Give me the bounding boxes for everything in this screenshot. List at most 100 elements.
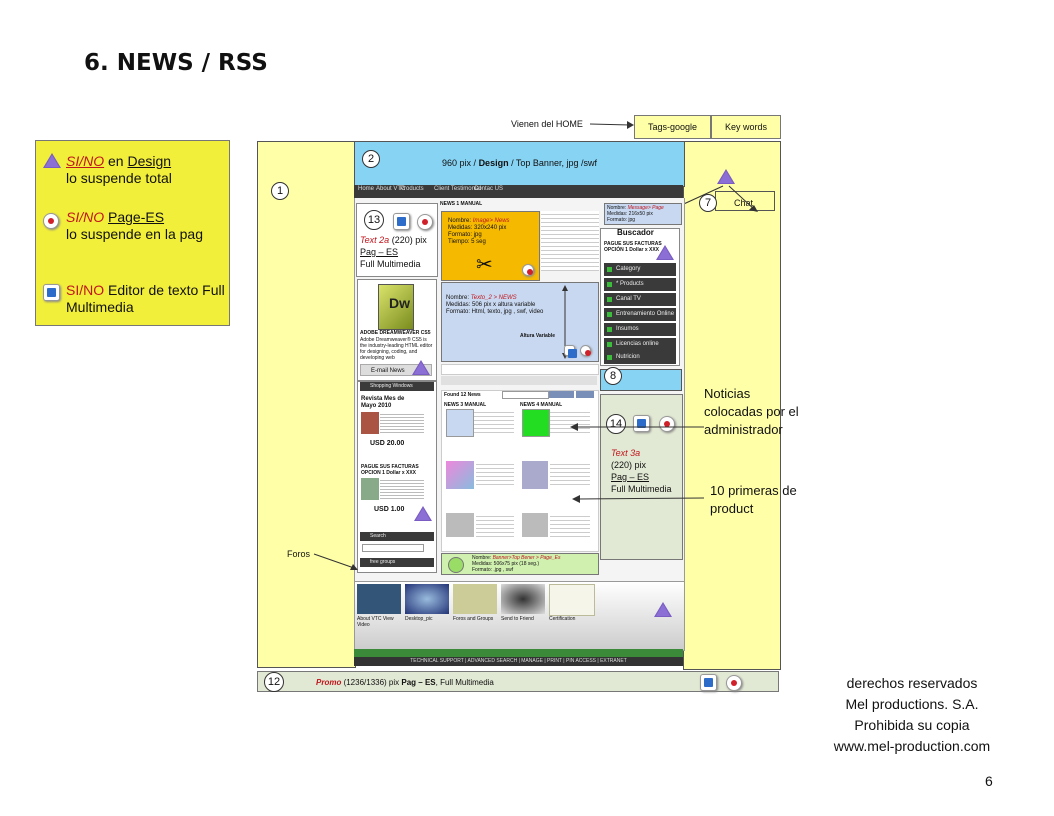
- vienen-label: Vienen del HOME: [511, 119, 583, 129]
- news-text-lines: [541, 211, 599, 271]
- news-search-button[interactable]: [549, 391, 574, 398]
- altura-label: Altura Variable: [520, 333, 556, 339]
- thumb-send[interactable]: [501, 584, 545, 614]
- right-column: [683, 141, 781, 670]
- nav-home[interactable]: Home: [358, 186, 375, 192]
- product2-thumb: [522, 461, 548, 489]
- news-list: Found 12 News NEWS 3 MANUAL NEWS 4 MANUA…: [441, 390, 599, 552]
- marker-12: 12: [264, 672, 284, 692]
- dreamweaver-design-icon: [412, 360, 430, 375]
- revista-title: Revista Mes de Mayo 2010: [361, 396, 405, 409]
- thumb-desktop[interactable]: [405, 584, 449, 614]
- text3a-editor-icon: [633, 415, 650, 432]
- paque2-title: PAGUE SUS FACTURAS OPCION 1 Dollar x XXX: [361, 464, 419, 476]
- promo-page-icon: [726, 675, 742, 691]
- nav-client[interactable]: Client Testimonial: [434, 186, 481, 192]
- usd20-price: USD 20.00: [370, 440, 405, 447]
- news-title: NEWS 1 MANUAL: [440, 201, 483, 207]
- thumbnail-strip: About VTC View Video Desktop_pic Foros a…: [354, 581, 685, 651]
- marker-8: 8: [604, 367, 622, 385]
- news4-text: [550, 409, 590, 435]
- category-licencias[interactable]: Licencias online: [604, 338, 676, 351]
- category-entrenamiento[interactable]: Entrenamiento Online: [604, 308, 676, 321]
- text2a-box: 13 Text 2a (220) pix Pag – ES Full Multi…: [356, 203, 438, 277]
- thumb-cert[interactable]: [549, 584, 595, 616]
- news3-title: NEWS 3 MANUAL: [444, 402, 487, 408]
- promo-bar: Promo (1236/1336) pix Pag – ES, Full Mul…: [257, 671, 779, 692]
- found-label: Found 12 News: [444, 392, 481, 398]
- design-toggle-icon: [43, 153, 61, 168]
- usd1-price: USD 1.00: [374, 506, 405, 513]
- share-bar: [441, 364, 599, 375]
- category-canal-tv[interactable]: Canal TV: [604, 293, 676, 306]
- divider-bar: [441, 376, 597, 385]
- search-header: Search: [360, 532, 434, 541]
- news-reset-button[interactable]: [576, 391, 594, 398]
- text2a-editor-icon: [393, 213, 410, 230]
- news3-thumb: [446, 409, 474, 437]
- news-search-input[interactable]: [502, 391, 549, 399]
- category-header[interactable]: Category: [604, 263, 676, 276]
- nav-contact[interactable]: Contac US: [474, 186, 504, 192]
- message-box: Nombre: Message> Page Medidas: 216x50 pi…: [604, 203, 682, 225]
- image-news-box: Nombre: Image> News Medidas: 320x240 pix…: [441, 211, 540, 281]
- vienen-arrow: [590, 121, 634, 129]
- paque2-thumb: [361, 478, 379, 500]
- primeras-arrow: [572, 495, 705, 503]
- product3-text: [476, 513, 514, 537]
- category-insumos[interactable]: Insumos: [604, 323, 676, 336]
- product1-text: [476, 461, 514, 487]
- category-products[interactable]: * Products: [604, 278, 676, 291]
- tags-google-box: Tags-google: [634, 115, 711, 139]
- product4-thumb: [522, 513, 548, 537]
- banner-thumb: [448, 557, 464, 573]
- dreamweaver-box: Dw ADOBE DREAMWEAVER CS5 Adobe Dreamweav…: [357, 279, 437, 381]
- shopping-box: Shopping Windows Revista Mes de Mayo 201…: [357, 381, 437, 573]
- marker-1: 1: [271, 182, 289, 200]
- revista-thumb: [361, 412, 379, 434]
- text2a-page-icon: [417, 214, 433, 230]
- texto-editor-icon: [564, 345, 577, 358]
- nav-bar: Home About VTC Products Client Testimoni…: [354, 185, 683, 198]
- scissors-icon: ✂: [476, 254, 493, 276]
- search-input[interactable]: [362, 544, 424, 552]
- texto-news-box: Nombre: Texto_2 > NEWS Medidas: 506 pix …: [441, 282, 599, 362]
- shopping-header: Shopping Windows: [360, 382, 434, 391]
- category-nutricion[interactable]: Nutricion: [604, 351, 676, 364]
- nav-products[interactable]: Products: [400, 186, 424, 192]
- foros-label: Foros: [287, 549, 311, 559]
- image-page-icon: [522, 264, 534, 276]
- marker-7: 7: [699, 194, 717, 212]
- thumb-about[interactable]: [357, 584, 401, 614]
- top-banner: 960 pix / Design / Top Banner, jpg /swf: [354, 141, 685, 187]
- texto-page-icon: [580, 345, 591, 356]
- shopping-design-icon: [414, 506, 432, 521]
- chat-design-icon: [717, 169, 735, 184]
- page-toggle-icon: [43, 213, 59, 229]
- buscador-design-icon: [656, 245, 674, 260]
- product2-text: [550, 461, 590, 487]
- nav-about[interactable]: About VTC: [376, 186, 406, 192]
- copyright-block: derechos reservados Mel productions. S.A…: [833, 675, 991, 754]
- product3-thumb: [446, 513, 474, 537]
- noticias-arrow: [570, 423, 704, 431]
- product4-text: [550, 513, 590, 537]
- text2a-label: Text 2a (220) pix Pag – ES Full Multimed…: [360, 235, 427, 269]
- dreamweaver-logo: Dw: [378, 284, 414, 330]
- foros-arrow: [313, 553, 358, 570]
- thumb-foros[interactable]: [453, 584, 497, 614]
- promo-editor-icon: [700, 674, 717, 691]
- free-groups-header: free groups: [360, 558, 434, 567]
- noticias-label: Noticias colocadas por el administrador: [704, 386, 799, 437]
- news3-text: [474, 409, 514, 435]
- dreamweaver-title: ADOBE DREAMWEAVER CS5: [360, 330, 431, 336]
- footer-links[interactable]: TECHNICAL SUPPORT | ADVANCED SEARCH | MA…: [354, 657, 683, 666]
- buscador-label: Buscador: [617, 228, 654, 237]
- news4-thumb: [522, 409, 550, 437]
- legend-item-editor: SI/NO Editor de texto Full Multimedia: [66, 282, 225, 315]
- legend-item-design: SI/NO en Design lo suspende total: [66, 153, 172, 186]
- legend-box: SI/NO en Design lo suspende total SI/NO …: [35, 140, 230, 326]
- left-column: [257, 141, 356, 668]
- footer-green-bar: [354, 649, 683, 657]
- product1-thumb: [446, 461, 474, 489]
